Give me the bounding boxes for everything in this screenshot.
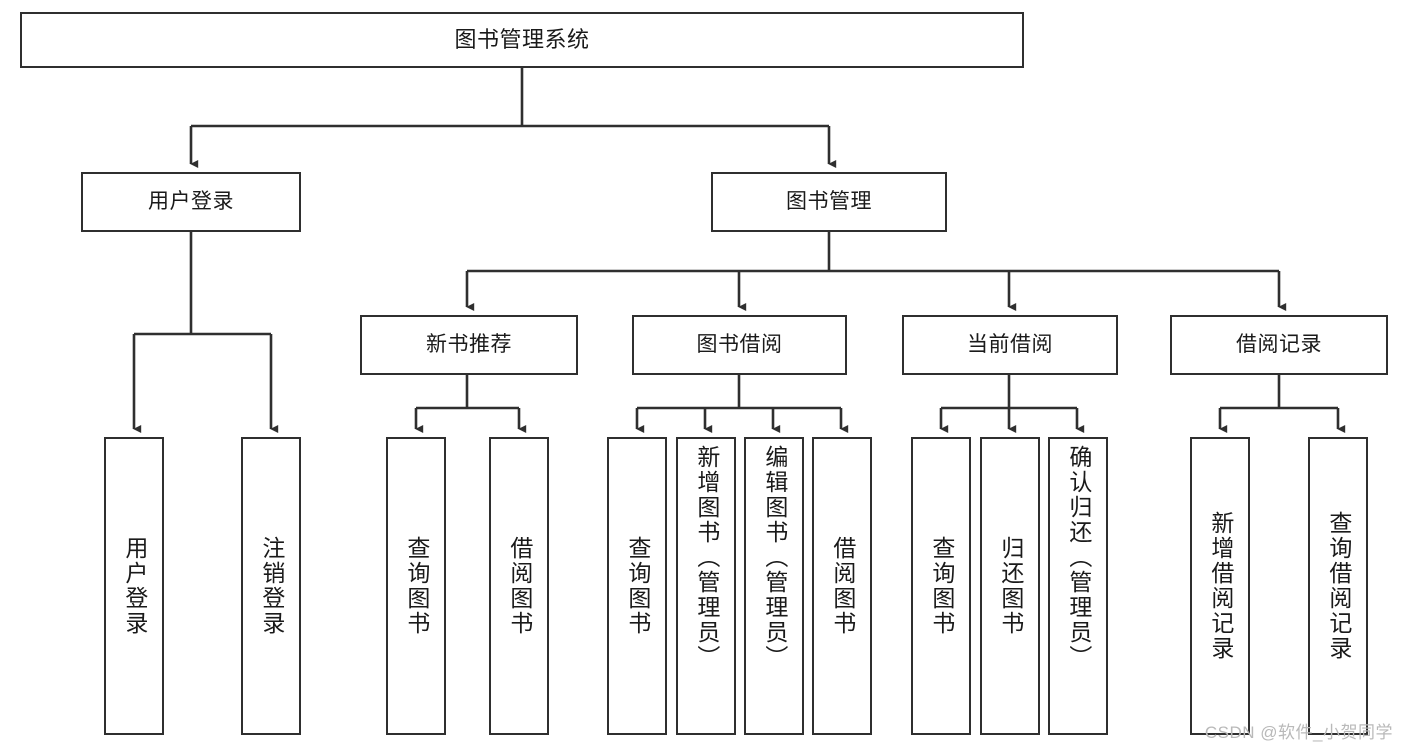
node-label: 图书管理	[786, 189, 872, 213]
leaf-borrow-book-newbook[interactable]: 借阅图书	[489, 437, 549, 735]
node-label: 图书借阅	[696, 332, 783, 356]
leaf-add-borrow-record[interactable]: 新增借阅记录	[1190, 437, 1250, 735]
node-book-management[interactable]: 图书管理	[711, 172, 947, 232]
leaf-edit-book-admin[interactable]: 编辑图书（管理员）	[744, 437, 804, 735]
leaf-query-borrow-record[interactable]: 查询借阅记录	[1308, 437, 1368, 735]
node-label: 确认归还（管理员）	[1065, 445, 1092, 670]
node-label: 查询图书	[928, 536, 955, 636]
leaf-query-book-newbook[interactable]: 查询图书	[386, 437, 446, 735]
leaf-query-book-borrow[interactable]: 查询图书	[607, 437, 667, 735]
node-label: 借阅记录	[1236, 332, 1322, 356]
leaf-query-book-current[interactable]: 查询图书	[911, 437, 971, 735]
node-label: 新增图书（管理员）	[693, 445, 720, 670]
node-label: 归还图书	[997, 536, 1024, 636]
leaf-user-login[interactable]: 用户登录	[104, 437, 164, 735]
leaf-add-book-admin[interactable]: 新增图书（管理员）	[676, 437, 736, 735]
leaf-logout[interactable]: 注销登录	[241, 437, 301, 735]
node-label: 查询借阅记录	[1325, 511, 1352, 661]
csdn-watermark: CSDN @软件_小贺同学	[1204, 723, 1393, 742]
leaf-return-book[interactable]: 归还图书	[980, 437, 1040, 735]
node-label: 借阅图书	[506, 536, 533, 636]
node-label: 查询图书	[624, 536, 651, 636]
node-label: 用户登录	[148, 189, 234, 213]
leaf-borrow-book[interactable]: 借阅图书	[812, 437, 872, 735]
node-label: 用户登录	[121, 536, 148, 636]
node-label: 借阅图书	[829, 536, 856, 636]
leaf-confirm-return-admin[interactable]: 确认归还（管理员）	[1048, 437, 1108, 735]
node-borrow-record[interactable]: 借阅记录	[1170, 315, 1388, 375]
node-label: 注销登录	[258, 536, 285, 636]
node-label: 新增借阅记录	[1207, 511, 1234, 661]
node-new-book-recommend[interactable]: 新书推荐	[360, 315, 578, 375]
node-label: 当前借阅	[967, 332, 1053, 356]
node-label: 图书管理系统	[454, 27, 590, 53]
node-book-management-system[interactable]: 图书管理系统	[20, 12, 1024, 68]
node-label: 编辑图书（管理员）	[761, 445, 788, 670]
node-current-borrow[interactable]: 当前借阅	[902, 315, 1118, 375]
node-label: 查询图书	[403, 536, 430, 636]
node-book-borrow[interactable]: 图书借阅	[632, 315, 847, 375]
node-user-login[interactable]: 用户登录	[81, 172, 301, 232]
node-label: 新书推荐	[426, 332, 512, 356]
